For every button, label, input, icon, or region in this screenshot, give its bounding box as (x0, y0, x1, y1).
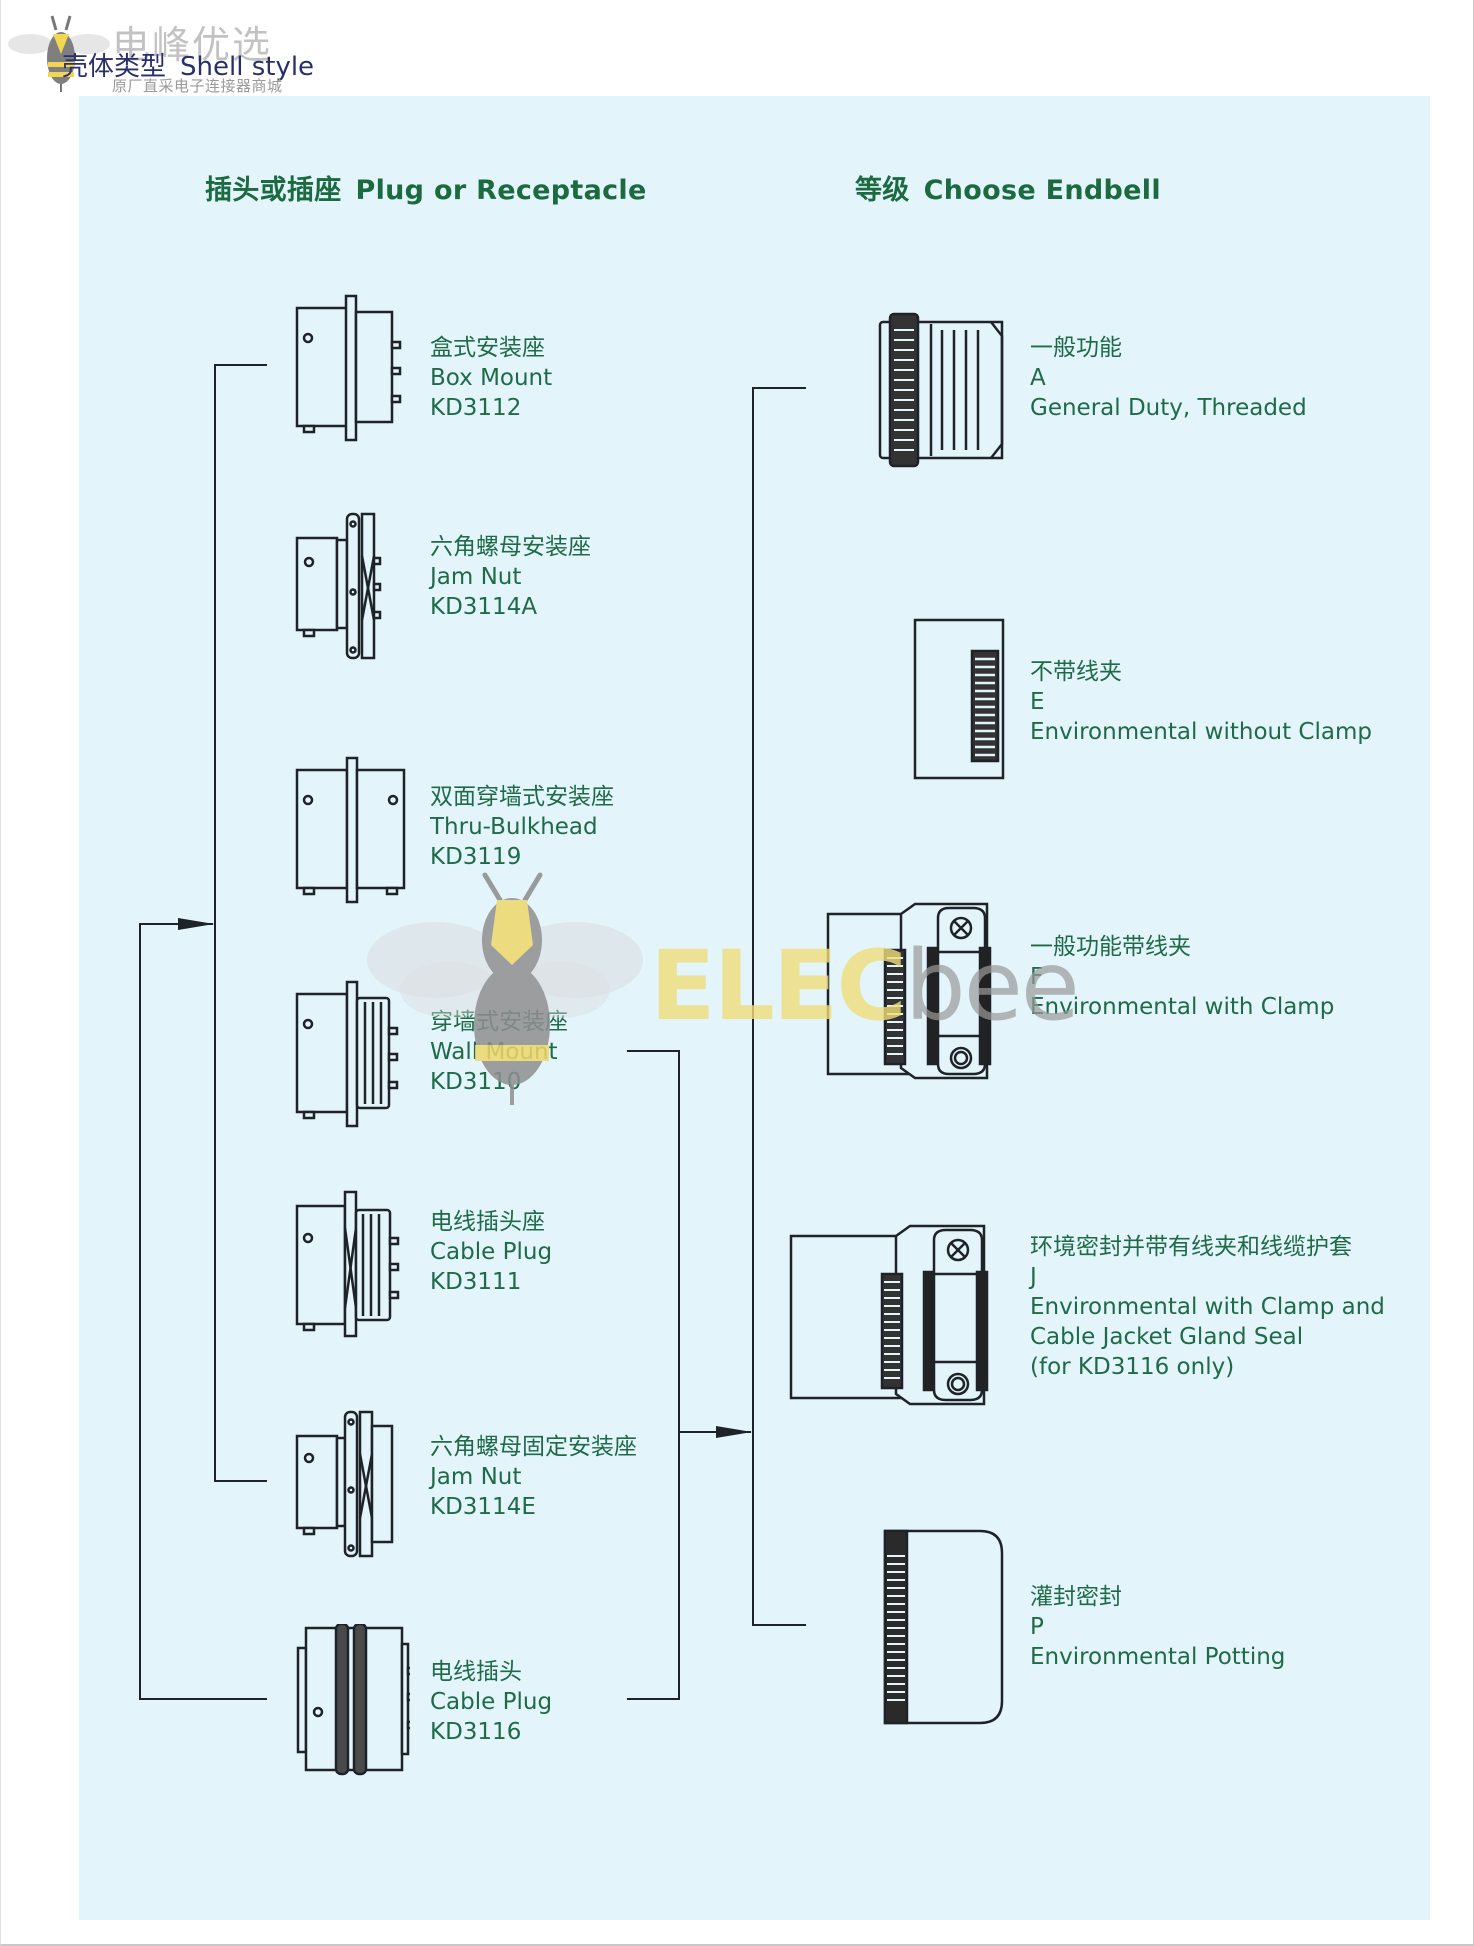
middle-bracket-line (627, 1050, 680, 1700)
endbell-option-j[interactable]: 环境密封并带有线夹和线缆护套 J Environmental with Clam… (1030, 1232, 1385, 1382)
option-letter: J (1030, 1264, 1037, 1290)
option-en: Cable Jacket Gland Seal (1030, 1324, 1304, 1350)
option-zh: 双面穿墙式安装座 (430, 784, 614, 810)
option-zh: 环境密封并带有线夹和线缆护套 (1030, 1234, 1352, 1260)
threaded-endbell-icon (878, 312, 1004, 468)
option-zh: 盒式安装座 (430, 335, 545, 361)
option-en: General Duty, Threaded (1030, 395, 1307, 421)
option-zh: 六角螺母安装座 (430, 534, 591, 560)
option-zh: 一般功能 (1030, 335, 1122, 361)
option-en: Environmental with Clamp (1030, 994, 1335, 1020)
plug-option-thru-bulkhead[interactable]: 双面穿墙式安装座 Thru-Bulkhead KD3119 (430, 782, 614, 872)
option-en: Box Mount (430, 365, 553, 391)
option-code: KD3119 (430, 844, 522, 870)
box-mount-receptacle-icon (295, 294, 402, 442)
option-en: Environmental without Clamp (1030, 719, 1372, 745)
endbell-option-a[interactable]: 一般功能 A General Duty, Threaded (1030, 333, 1307, 423)
option-code: KD3112 (430, 395, 522, 421)
endbell-option-p[interactable]: 灌封密封 P Environmental Potting (1030, 1582, 1285, 1672)
plug-option-cable-plug-3116[interactable]: 电线插头 Cable Plug KD3116 (430, 1657, 552, 1747)
option-zh: 六角螺母固定安装座 (430, 1434, 637, 1460)
jam-nut-receptacle-icon (295, 512, 382, 660)
potting-endbell-icon (883, 1529, 1004, 1725)
page-title-zh: 壳体类型 (62, 52, 167, 82)
option-code: KD3116 (430, 1719, 522, 1745)
option-en: Thru-Bulkhead (430, 814, 598, 840)
endbell-option-f[interactable]: 一般功能带线夹 F Environmental with Clamp (1030, 932, 1334, 1022)
option-en: Environmental with Clamp and (1030, 1294, 1385, 1320)
option-zh: 电线插头座 (430, 1209, 545, 1235)
option-en: Jam Nut (430, 1464, 522, 1490)
option-letter: A (1030, 365, 1046, 391)
option-letter: E (1030, 689, 1045, 715)
option-en: Environmental Potting (1030, 1644, 1286, 1670)
plug-option-jam-nut-a[interactable]: 六角螺母安装座 Jam Nut KD3114A (430, 532, 591, 622)
option-zh: 一般功能带线夹 (1030, 934, 1191, 960)
left-column-heading: 插头或插座 Plug or Receptacle (205, 168, 647, 207)
option-zh: 不带线夹 (1030, 659, 1122, 685)
page-title: 壳体类型 Shell style (62, 46, 314, 83)
bee-logo-icon (8, 15, 110, 92)
thru-bulkhead-receptacle-icon (295, 756, 406, 904)
option-code: KD3114A (430, 594, 538, 620)
cable-plug-receptacle-icon (295, 1190, 400, 1338)
option-code: KD3114E (430, 1494, 536, 1520)
right-heading-zh: 等级 (855, 175, 910, 206)
gland-seal-endbell-icon (789, 1224, 989, 1406)
jam-nut-fixed-receptacle-icon (295, 1410, 394, 1558)
option-en: Wall Mount (430, 1039, 558, 1065)
option-en: Jam Nut (430, 564, 522, 590)
option-letter: P (1030, 1614, 1044, 1640)
plug-option-cable-plug-3111[interactable]: 电线插头座 Cable Plug KD3111 (430, 1207, 552, 1297)
cable-plug-icon (296, 1624, 410, 1776)
left-bracket-line (214, 364, 267, 1482)
option-code: KD3110 (430, 1069, 522, 1095)
feedback-loop-line (139, 918, 267, 1700)
option-zh: 穿墙式安装座 (430, 1009, 568, 1035)
left-heading-en: Plug or Receptacle (355, 175, 647, 206)
wall-mount-receptacle-icon (295, 980, 399, 1128)
option-letter: F (1030, 964, 1044, 990)
right-heading-en: Choose Endbell (923, 175, 1161, 206)
option-zh: 电线插头 (430, 1659, 522, 1685)
option-en: Cable Plug (430, 1239, 553, 1265)
right-bracket-line (752, 387, 806, 1626)
option-en: (for KD3116 only) (1030, 1354, 1235, 1380)
plug-option-box-mount[interactable]: 盒式安装座 Box Mount KD3112 (430, 333, 552, 423)
option-zh: 灌封密封 (1030, 1584, 1122, 1610)
right-column-heading: 等级 Choose Endbell (855, 168, 1161, 207)
endbell-option-e[interactable]: 不带线夹 E Environmental without Clamp (1030, 657, 1372, 747)
plug-option-jam-nut-e[interactable]: 六角螺母固定安装座 Jam Nut KD3114E (430, 1432, 637, 1522)
watermark-tagline: 原厂直采电子连接器商城 (112, 77, 283, 95)
option-code: KD3111 (430, 1269, 522, 1295)
plug-option-wall-mount[interactable]: 穿墙式安装座 Wall Mount KD3110 (430, 1007, 568, 1097)
left-heading-zh: 插头或插座 (205, 175, 342, 206)
page-title-en: Shell style (180, 52, 315, 82)
environmental-endbell-icon (913, 618, 1005, 780)
clamp-endbell-icon (826, 902, 992, 1080)
option-en: Cable Plug (430, 1689, 553, 1715)
watermark-brand: 电峰优选 (112, 23, 273, 67)
